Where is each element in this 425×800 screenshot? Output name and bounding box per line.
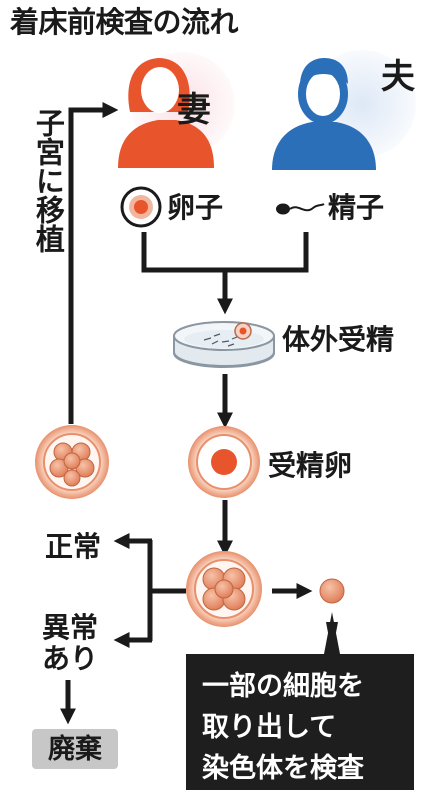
- discard-box: 廃棄: [32, 729, 118, 769]
- ivf-label: 体外受精: [282, 323, 395, 356]
- husband-icon: [272, 50, 416, 170]
- fertilized-egg-label: 受精卵: [268, 449, 353, 482]
- callout-line: 取り出して: [202, 712, 337, 743]
- sperm-icon: [276, 203, 325, 215]
- callout-line: 一部の細胞を: [202, 671, 364, 702]
- extracted-cell-icon: [319, 578, 345, 604]
- zygote-icon: [188, 426, 260, 498]
- transfer-embryo-icon: [35, 425, 109, 499]
- discard-label: 廃棄: [48, 733, 102, 765]
- egg-label: 卵子: [167, 191, 224, 224]
- decision-fork: [113, 532, 186, 649]
- merge-connector: [141, 232, 309, 315]
- page-title: 着床前検査の流れ: [10, 5, 239, 39]
- egg-icon: [120, 186, 162, 228]
- petri-dish-icon: [173, 321, 275, 368]
- wife-label: 妻: [177, 90, 211, 130]
- embryo-icon: [186, 551, 262, 627]
- wife-icon: [118, 52, 235, 168]
- transfer-label: 子宮に移植: [31, 108, 66, 253]
- sperm-label: 精子: [328, 191, 385, 224]
- arrow-transfer-to-uterus: [68, 101, 119, 424]
- biopsy-callout: 一部の細胞を 取り出して 染色体を検査: [186, 654, 414, 790]
- abnormal-label: 異常あり: [42, 611, 99, 676]
- normal-label: 正常: [45, 530, 102, 563]
- husband-label: 夫: [381, 57, 415, 97]
- callout-line: 染色体を検査: [202, 753, 364, 784]
